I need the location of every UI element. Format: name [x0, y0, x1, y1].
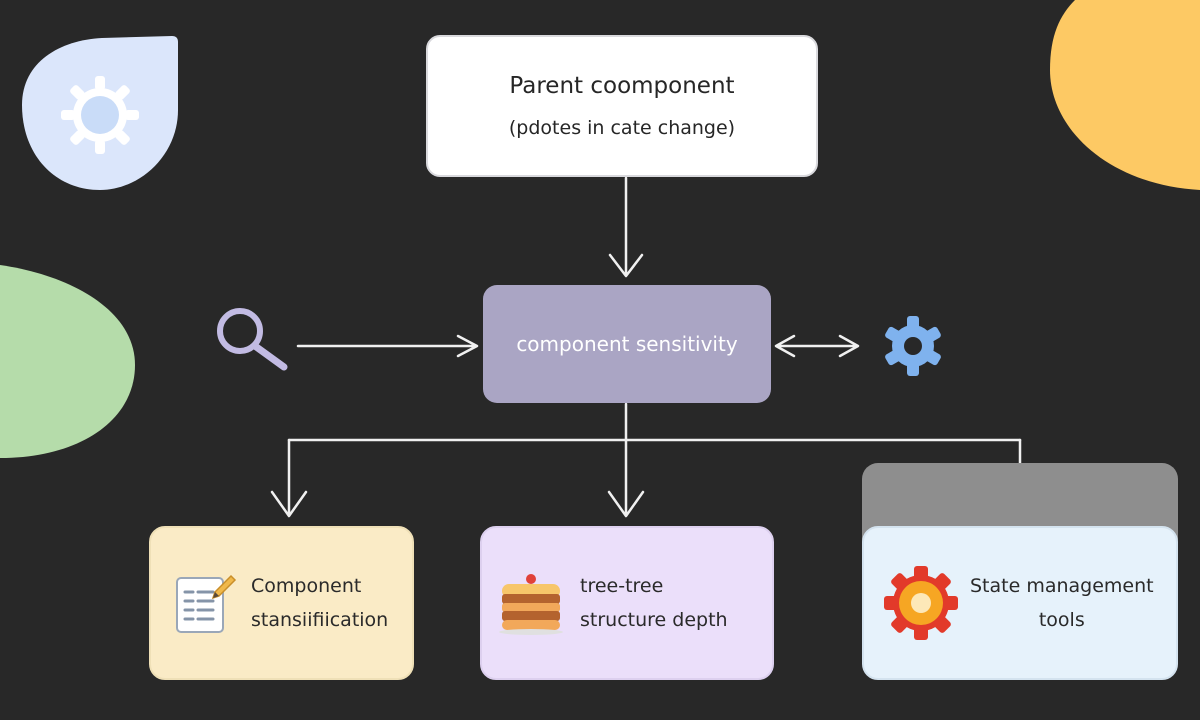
- parent-component-subtitle: (pdotes in cate change): [508, 117, 736, 139]
- child-c-line1: State management: [970, 575, 1154, 597]
- child-node-tree-depth: tree-tree structure depth: [480, 526, 774, 680]
- arrow-parent-to-sensitivity: [608, 176, 644, 278]
- child-a-line2: stansiifiication: [251, 609, 389, 631]
- orange-gear-icon: [884, 566, 958, 640]
- parent-component-node: Parent coomponent (pdotes in cate change…: [426, 35, 818, 177]
- child-b-line1: tree-tree: [580, 575, 664, 597]
- parent-component-title: Parent coomponent: [509, 73, 735, 99]
- child-a-line1: Component: [251, 575, 362, 597]
- blob-orange-shape: [1050, 0, 1200, 190]
- blob-green-shape: [0, 265, 135, 458]
- child-c-line2: tools: [1038, 609, 1085, 631]
- arrow-to-child-b: [607, 438, 645, 518]
- gear-icon: [885, 316, 941, 376]
- child-node-component: Component stansiifiication: [149, 526, 414, 680]
- arrow-sensitivity-settings: [774, 334, 860, 358]
- document-pencil-icon: [176, 574, 237, 633]
- arrow-search-to-sensitivity: [296, 334, 479, 358]
- component-sensitivity-label: component sensitivity: [516, 332, 738, 356]
- sun-gear-icon: [61, 76, 139, 154]
- arrow-to-child-a: [270, 438, 308, 518]
- child-node-state-management: State management tools: [862, 526, 1178, 680]
- layer-cake-icon: [499, 574, 563, 635]
- child-b-line2: structure depth: [580, 609, 728, 631]
- component-sensitivity-node: component sensitivity: [483, 285, 771, 403]
- magnifier-icon: [217, 308, 288, 371]
